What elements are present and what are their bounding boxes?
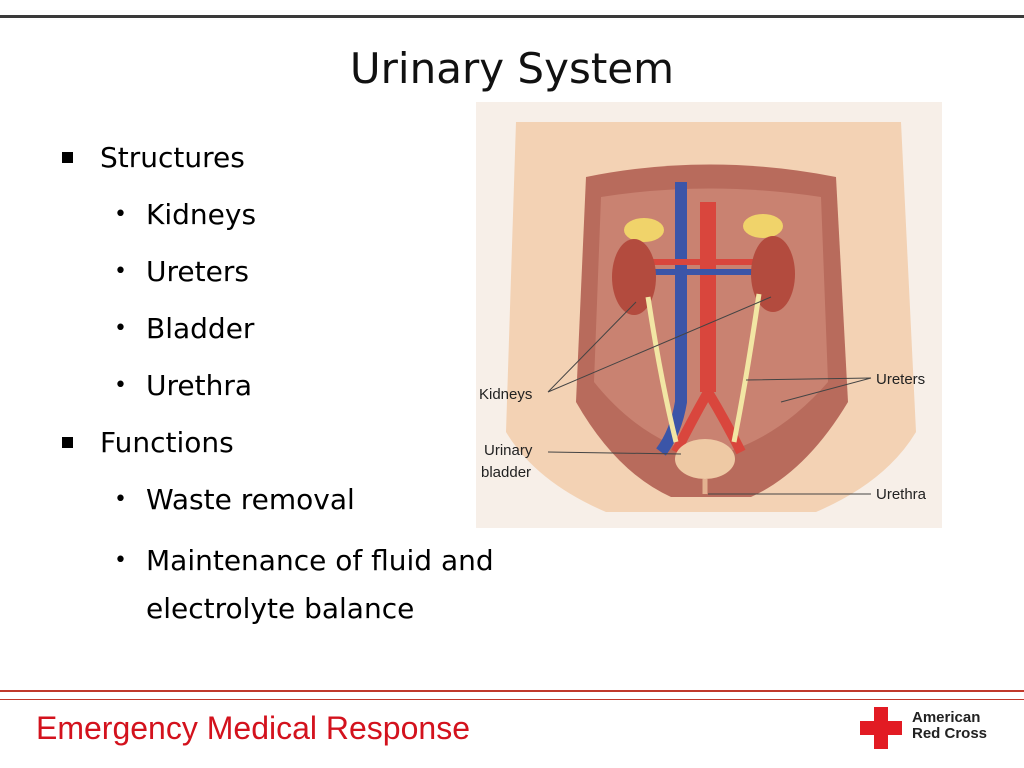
dot-bullet-icon: •	[114, 487, 127, 512]
sub-bullet-label-line2: electrolyte balance	[146, 592, 415, 625]
bullet-list: Structures • Kidneys • Ureters • Bladder • U…	[62, 138, 562, 633]
logo-line-2: Red Cross	[912, 725, 988, 742]
ureter-right	[731, 293, 762, 443]
sub-bullet-label: Waste removal	[146, 483, 355, 516]
sub-bullet-label: Bladder	[146, 312, 255, 345]
kidneys-leader	[547, 296, 772, 393]
footer-rule-thin	[0, 699, 1024, 700]
course-title: Emergency Medical Response	[36, 710, 470, 746]
sub-bullet-label: Kidneys	[146, 198, 257, 231]
urinary-system-illustration: Kidneys Ureters Urinary bladder Urethra	[476, 102, 942, 528]
sub-bullet-urethra: • Urethra	[62, 366, 562, 423]
label-bladder-line2: bladder	[481, 464, 531, 481]
label-ureters: Ureters	[876, 371, 925, 388]
top-rule	[0, 15, 1024, 18]
adrenal-gland-right	[743, 214, 783, 238]
dot-bullet-icon: •	[114, 548, 127, 573]
sub-bullet-label-line1: Maintenance of fluid and	[146, 544, 494, 577]
slide-title: Urinary System	[349, 44, 675, 93]
sub-bullet-kidneys: • Kidneys	[62, 195, 562, 252]
sub-bullet-label: Ureters	[146, 255, 249, 288]
footer-rule	[0, 690, 1024, 692]
label-kidneys: Kidneys	[479, 386, 532, 403]
square-bullet-icon	[62, 152, 73, 163]
bullet-functions: Functions	[62, 423, 562, 480]
kidney-left	[612, 239, 656, 315]
sub-bullet-fluid-balance: • Maintenance of fluid and electrolyte bal…	[62, 537, 562, 633]
sub-bullet-waste-removal: • Waste removal	[62, 480, 562, 537]
label-bladder-line1: Urinary	[484, 442, 533, 459]
square-bullet-icon	[62, 437, 73, 448]
bullet-structures: Structures	[62, 138, 562, 195]
sub-bullet-ureters: • Ureters	[62, 252, 562, 309]
adrenal-gland-left	[624, 218, 664, 242]
red-cross-icon	[860, 707, 902, 749]
ureter-left	[645, 296, 679, 443]
label-urethra: Urethra	[876, 486, 927, 503]
red-cross-logo-text: American Red Cross	[912, 710, 987, 742]
bullet-label: Functions	[100, 426, 234, 459]
bullet-label: Structures	[100, 141, 245, 174]
bladder-leader	[547, 451, 682, 455]
logo-line-1: American	[912, 709, 981, 726]
bladder	[675, 439, 735, 479]
sub-bullet-bladder: • Bladder	[62, 309, 562, 366]
dot-bullet-icon: •	[114, 373, 127, 398]
ureters-leader	[745, 377, 872, 403]
sub-bullet-label: Urethra	[146, 369, 253, 402]
kidney-right	[751, 236, 795, 312]
dot-bullet-icon: •	[114, 202, 127, 227]
dot-bullet-icon: •	[114, 316, 127, 341]
dot-bullet-icon: •	[114, 259, 127, 284]
